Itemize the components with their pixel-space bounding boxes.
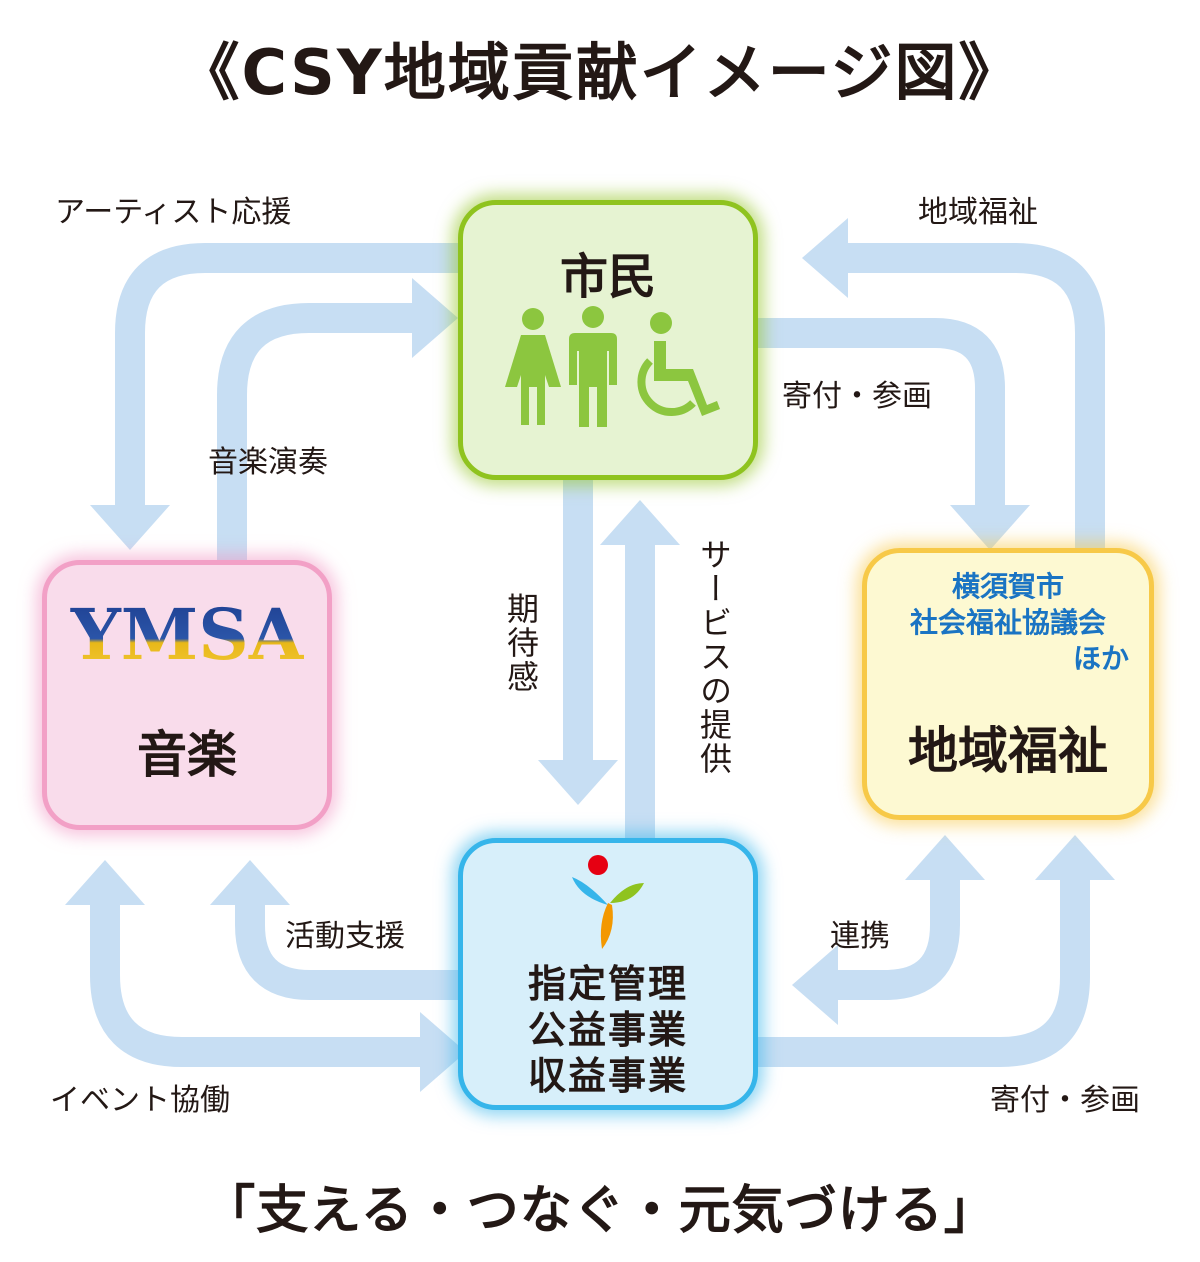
- arrowhead-music-bottom-outer: [65, 860, 145, 905]
- label-collaboration: 連携: [830, 919, 890, 954]
- arrow-music-performance: [217, 303, 412, 560]
- arrow-collaboration: [838, 880, 960, 1000]
- arrowhead-welfare-top: [950, 505, 1030, 550]
- arrowhead-welfare-bottom-right: [1035, 835, 1115, 880]
- arrowhead-citizen-left: [412, 278, 458, 358]
- man-icon: [569, 306, 617, 427]
- csy-line: 収益事業: [527, 1054, 688, 1098]
- ymsa-logo: YMSA: [70, 593, 305, 676]
- label-activity-support: 活動支援: [285, 919, 405, 954]
- label-music-performance: 音楽演奏: [208, 445, 328, 480]
- label-event-collab: イベント協働: [50, 1083, 230, 1118]
- welfare-org-line: 社会福祉協議会: [909, 606, 1106, 639]
- arrow-artist-support: [115, 243, 460, 505]
- label-service-provision: サービスの提供: [695, 538, 733, 776]
- arrow-donation-bottom: [758, 880, 1090, 1067]
- welfare-org-line: 横須賀市: [951, 570, 1064, 603]
- arrow-donation-top: [758, 318, 1005, 505]
- csy-line: 公益事業: [527, 1008, 688, 1052]
- arrow-activity-support: [235, 905, 460, 1000]
- label-expectation: 期待感: [502, 592, 540, 694]
- csy-line: 指定管理: [527, 962, 688, 1006]
- arrowhead-music-bottom-inner: [210, 860, 290, 905]
- node-csy: 指定管理 公益事業 収益事業: [458, 838, 758, 1110]
- arrowhead-music-top: [90, 505, 170, 550]
- csy-flower-logo-icon: [572, 855, 644, 949]
- node-welfare: 横須賀市 社会福祉協議会 ほか 地域福祉: [862, 548, 1154, 820]
- music-title: 音楽: [137, 726, 237, 784]
- arrowhead-csy-left: [420, 1012, 466, 1092]
- node-citizen: 市民: [458, 200, 758, 480]
- node-music: YMSA 音楽: [42, 560, 332, 830]
- arrowhead-citizen-right: [802, 218, 848, 298]
- arrowhead-citizen-bottom: [600, 500, 680, 545]
- arrowhead-welfare-bottom-left: [905, 835, 985, 880]
- slogan: 「支える・つなぐ・元気づける」: [203, 1181, 997, 1241]
- arrowhead-csy-top: [538, 760, 618, 805]
- label-artist-support: アーティスト応援: [55, 195, 292, 230]
- woman-icon: [505, 308, 561, 425]
- welfare-title: 地域福祉: [908, 722, 1108, 780]
- arrow-event-collab: [90, 905, 420, 1067]
- csy-business-lines: 指定管理 公益事業 収益事業: [463, 961, 753, 1099]
- citizen-title: 市民: [559, 249, 656, 305]
- wheelchair-icon: [650, 312, 720, 416]
- page-title: 《CSY地域貢献イメージ図》: [177, 36, 1023, 109]
- welfare-org-line: ほか: [1072, 642, 1129, 675]
- arrow-local-welfare: [848, 243, 1105, 548]
- label-local-welfare: 地域福祉: [918, 195, 1038, 230]
- arrowhead-csy-right: [792, 945, 838, 1025]
- people-icons: [505, 306, 720, 427]
- welfare-organization: 横須賀市 社会福祉協議会 ほか: [867, 569, 1149, 677]
- label-donation-top: 寄付・参画: [782, 379, 932, 414]
- label-donation-bottom: 寄付・参画: [990, 1083, 1140, 1118]
- ymsa-logo-text: YMSA: [70, 593, 305, 676]
